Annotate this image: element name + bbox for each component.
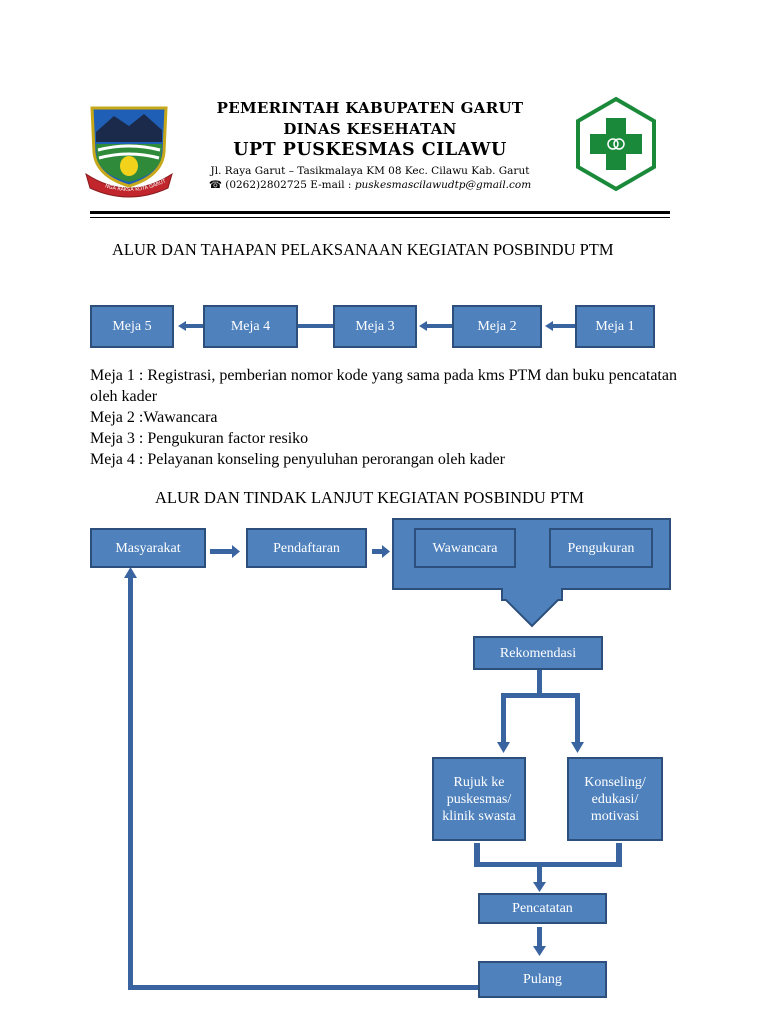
arrow-meja3-to-meja4	[298, 324, 333, 328]
meja-5-box: Meja 5	[90, 305, 174, 348]
header-rule-thick	[90, 211, 670, 214]
pencatatan-box: Pencatatan	[478, 893, 607, 924]
connector-merge-to-pencatatan	[474, 843, 622, 892]
right-logo	[574, 96, 658, 192]
arrow-pencatatan-to-pulang	[533, 927, 546, 956]
arrow-pendaftaran-to-assessment	[372, 545, 390, 558]
masyarakat-box: Masyarakat	[90, 528, 206, 568]
header-rule-thin	[90, 217, 670, 218]
header-email: puskesmascilawudtp@gmail.com	[354, 179, 532, 191]
konseling-box: Konseling/ edukasi/ motivasi	[567, 757, 663, 841]
meja-descriptions: Meja 1 : Registrasi, pemberian nomor kod…	[90, 365, 680, 470]
section1-title: ALUR DAN TAHAPAN PELAKSANAAN KEGIATAN PO…	[112, 240, 614, 259]
header-puskesmas: UPT PUSKESMAS CILAWU	[233, 140, 507, 160]
section2-title: ALUR DAN TINDAK LANJUT KEGIATAN POSBINDU…	[155, 488, 584, 507]
meja-2-description: Meja 2 :Wawancara	[90, 409, 218, 426]
meja-3-description: Meja 3 : Pengukuran factor resiko	[90, 430, 309, 447]
meja-1-description: Meja 1 : Registrasi, pemberian nomor kod…	[90, 367, 677, 405]
left-logo: NGA RAKSA KOTA GARUT	[84, 102, 174, 198]
garut-emblem-icon: NGA RAKSA KOTA GARUT	[85, 106, 173, 198]
connector-rekomendasi-branch	[497, 670, 584, 753]
arrow-pulang-to-masyarakat	[124, 567, 478, 990]
meja-3-box: Meja 3	[333, 305, 417, 348]
pengukuran-box: Pengukuran	[549, 528, 653, 568]
wawancara-box: Wawancara	[414, 528, 516, 568]
rekomendasi-box: Rekomendasi	[473, 636, 603, 670]
arrow-meja1-to-meja2	[545, 321, 575, 331]
header-government: PEMERINTAH KABUPATEN GARUT	[216, 99, 524, 117]
pulang-box: Pulang	[478, 961, 607, 998]
arrow-masyarakat-to-pendaftaran	[210, 545, 240, 558]
meja-2-box: Meja 2	[452, 305, 542, 348]
header-phone: ☎ (0262)2802725 E-mail :	[208, 179, 352, 191]
meja-1-box: Meja 1	[575, 305, 655, 348]
header-department: DINAS KESEHATAN	[283, 120, 457, 138]
arrow-meja2-to-meja3	[419, 321, 452, 331]
pendaftaran-box: Pendaftaran	[246, 528, 367, 568]
meja-4-box: Meja 4	[203, 305, 298, 348]
header-contact: ☎ (0262)2802725 E-mail : puskesmascilawu…	[180, 179, 560, 191]
meja-4-description: Meja 4 : Pelayanan konseling penyuluhan …	[90, 451, 505, 468]
header-address: Jl. Raya Garut – Tasikmalaya KM 08 Kec. …	[210, 165, 530, 177]
puskesmas-cross-icon	[576, 96, 656, 192]
rujuk-box: Rujuk ke puskesmas/ klinik swasta	[432, 757, 526, 841]
arrow-meja4-to-meja5	[178, 321, 203, 331]
